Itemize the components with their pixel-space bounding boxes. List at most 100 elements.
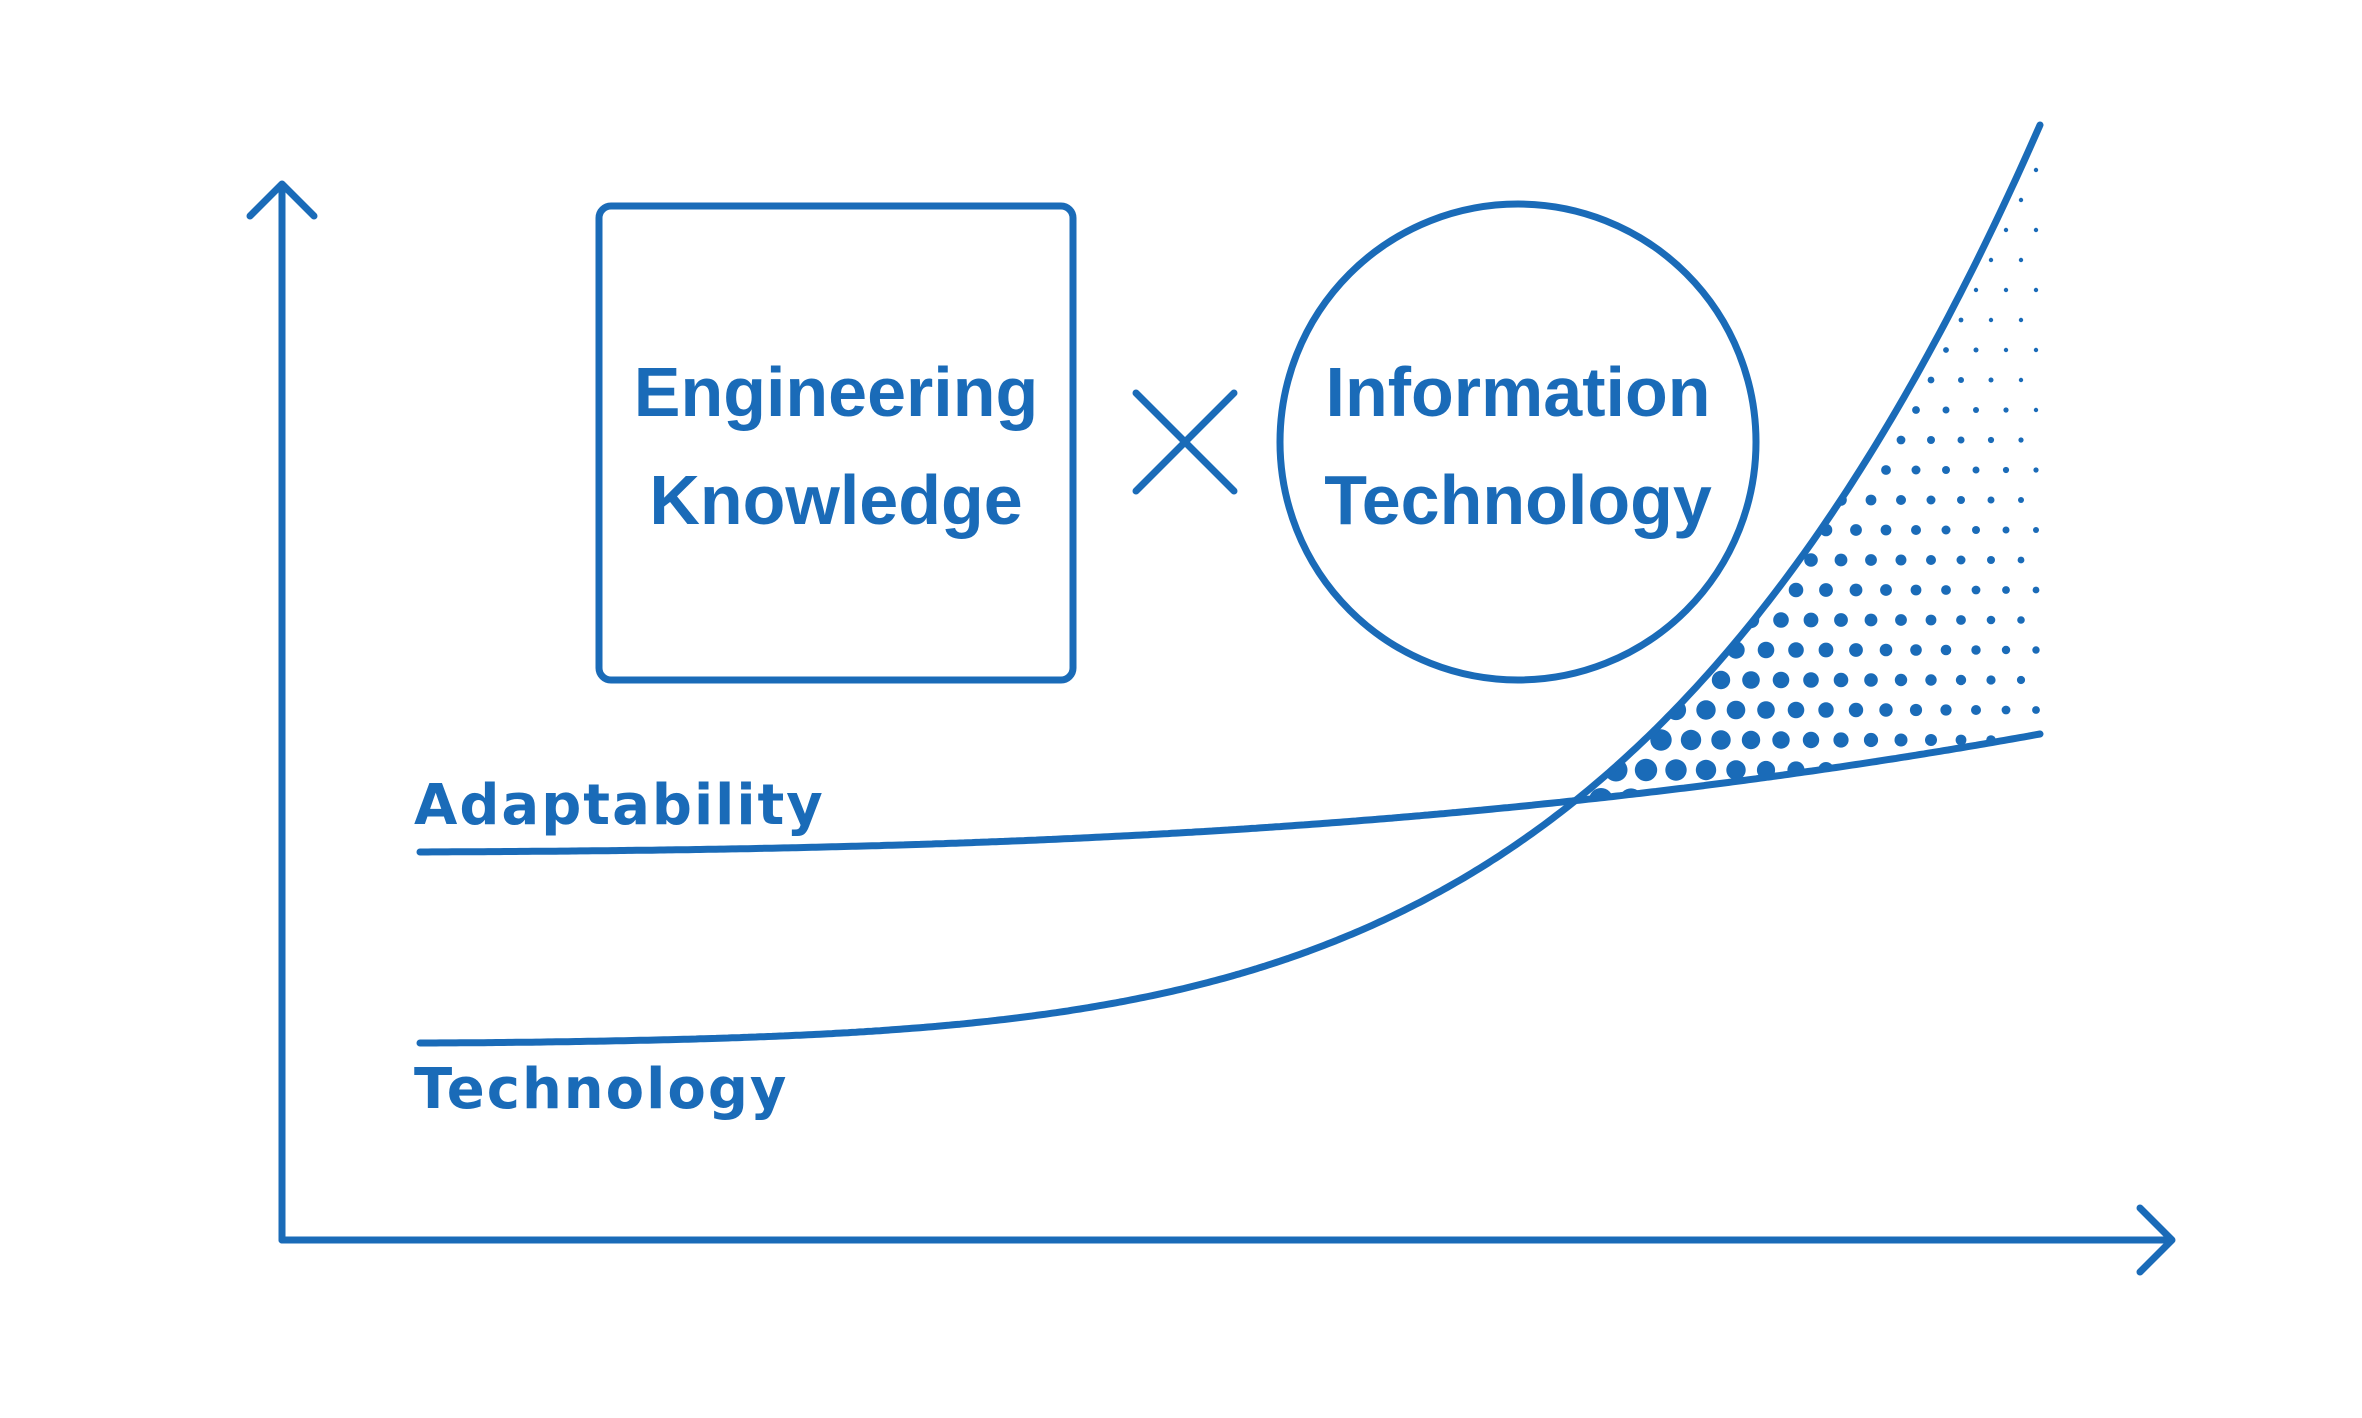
- halftone-dot: [1665, 819, 1687, 841]
- halftone-dot: [1605, 699, 1627, 721]
- halftone-dot: [1973, 227, 1979, 233]
- halftone-dot: [1684, 433, 1698, 447]
- halftone-dot: [1943, 287, 1949, 293]
- halftone-dot: [1894, 793, 1908, 801]
- halftone-dot: [1680, 789, 1702, 801]
- halftone-dot: [2016, 795, 2026, 801]
- halftone-dot: [2033, 527, 2039, 533]
- halftone-dot: [1895, 614, 1907, 626]
- halftone-dot: [1743, 552, 1759, 568]
- halftone-dot: [1910, 824, 1923, 837]
- halftone-dot: [1807, 256, 1815, 264]
- halftone-dot: [2032, 766, 2040, 774]
- halftone-dot: [2018, 437, 2024, 443]
- halftone-dot: [1941, 525, 1951, 535]
- halftone-dot: [1590, 669, 1612, 691]
- halftone-dot: [2018, 257, 2024, 263]
- halftone-dot: [1805, 434, 1817, 446]
- halftone-dot: [1897, 316, 1905, 324]
- halftone-dot: [1823, 167, 1829, 173]
- halftone-dot: [2032, 646, 2040, 654]
- halftone-dot: [1757, 821, 1776, 840]
- halftone-dot: [1680, 849, 1702, 871]
- halftone-dot: [1730, 404, 1742, 416]
- halftone-dot: [1582, 166, 1590, 174]
- halftone-dot: [1665, 759, 1687, 781]
- halftone-dot: [1727, 581, 1745, 599]
- halftone-dot: [1850, 524, 1862, 536]
- halftone-dot: [1833, 732, 1849, 748]
- halftone-dot: [1789, 463, 1803, 477]
- halftone-dot: [1820, 464, 1832, 476]
- halftone-dot: [1576, 610, 1581, 630]
- halftone-dot: [1928, 197, 1934, 203]
- halftone-dot: [1881, 405, 1891, 415]
- halftone-dot: [1775, 374, 1787, 386]
- halftone-dot: [1894, 673, 1908, 687]
- halftone-dot: [1987, 436, 1995, 444]
- halftone-dot: [2033, 287, 2039, 293]
- halftone-dot: [1687, 196, 1695, 204]
- box-line-2: Knowledge: [649, 461, 1022, 539]
- halftone-dot: [1612, 166, 1620, 174]
- halftone-dot: [1851, 405, 1861, 415]
- halftone-dot: [1880, 524, 1892, 536]
- halftone-dot: [1626, 255, 1636, 265]
- halftone-dot: [1867, 316, 1875, 324]
- halftone-dot: [1868, 257, 1874, 263]
- halftone-dot: [1672, 166, 1680, 174]
- halftone-dot: [2001, 825, 2010, 834]
- halftone-dot: [1576, 580, 1596, 600]
- halftone-dot: [1896, 435, 1906, 445]
- halftone-dot: [2017, 556, 2025, 564]
- halftone-dot: [1627, 196, 1635, 204]
- halftone-dot: [1852, 286, 1860, 294]
- halftone-dot: [1642, 166, 1650, 174]
- halftone-dot: [1820, 404, 1832, 416]
- halftone-dot: [2002, 586, 2010, 594]
- halftone-dot: [1879, 763, 1893, 777]
- halftone-dot: [1940, 764, 1952, 776]
- halftone-dot: [1787, 701, 1805, 719]
- halftone-dot: [1957, 436, 1965, 444]
- halftone-dot: [1742, 671, 1760, 689]
- halftone-dot: [1940, 644, 1952, 656]
- halftone-dot: [1547, 581, 1565, 599]
- halftone-dot: [1606, 580, 1626, 600]
- halftone-dot: [1589, 728, 1613, 752]
- halftone-dot: [1713, 492, 1729, 508]
- halftone-dot: [1987, 496, 1995, 504]
- halftone-dot: [1731, 285, 1741, 295]
- halftone-dot: [1558, 847, 1584, 873]
- technology-curve: [416, 121, 2044, 1047]
- halftone-dot: [1849, 643, 1863, 657]
- halftone-dot: [1680, 729, 1702, 751]
- halftone-dot: [1761, 345, 1771, 355]
- halftone-dot: [1552, 226, 1560, 234]
- halftone-dot: [2018, 317, 2024, 323]
- halftone-dot: [1732, 226, 1740, 234]
- halftone-dot: [1806, 375, 1816, 385]
- halftone-dot: [1772, 671, 1790, 689]
- halftone-dot: [1634, 818, 1657, 841]
- halftone-dot: [1597, 196, 1605, 204]
- halftone-dot: [1895, 554, 1907, 566]
- halftone-dot: [1973, 287, 1979, 293]
- halftone-dot: [1581, 225, 1591, 235]
- halftone-dot: [1747, 196, 1755, 204]
- halftone-dot: [1909, 703, 1923, 717]
- halftone-dot: [1834, 613, 1848, 627]
- halftone-dot: [1971, 645, 1981, 655]
- halftone-dot: [1866, 375, 1876, 385]
- halftone-dot: [1883, 167, 1889, 173]
- halftone-dot: [1576, 728, 1583, 752]
- halftone-dot: [2033, 347, 2039, 353]
- adaptability-label: Adaptability: [414, 773, 825, 838]
- information-technology-circle: Information Technology: [1276, 200, 1760, 684]
- x-axis-arrow-icon: [2136, 1204, 2176, 1276]
- halftone-dot: [1774, 493, 1788, 507]
- halftone-dot: [1928, 257, 1934, 263]
- halftone-dot: [1942, 406, 1950, 414]
- halftone-dot: [1955, 794, 1967, 801]
- halftone-dot: [1762, 226, 1770, 234]
